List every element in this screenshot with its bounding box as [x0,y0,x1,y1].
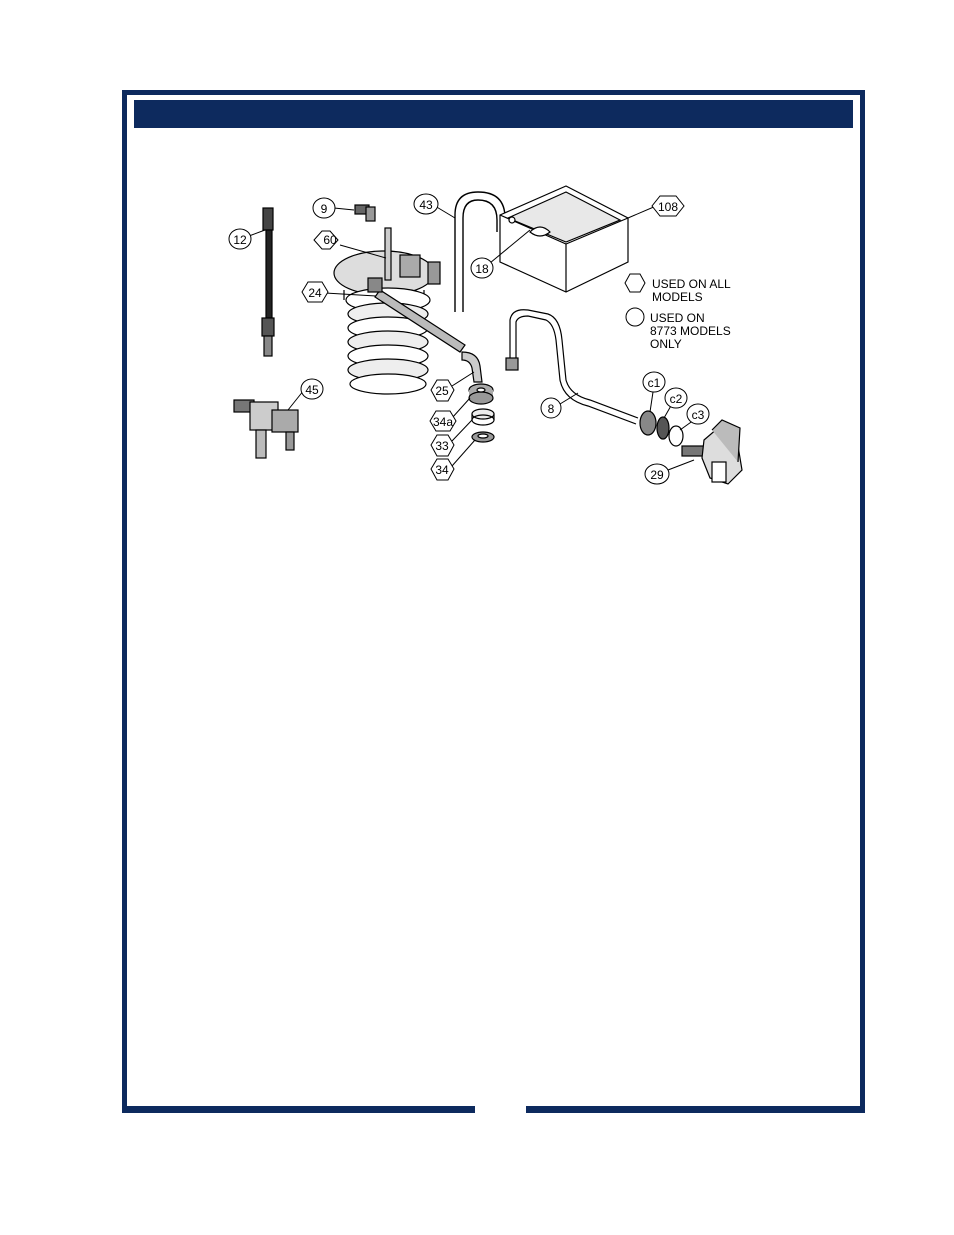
legend-hex-symbol [624,273,646,293]
callout-label-29: 29 [650,468,664,482]
callout-circle-12 [228,228,252,250]
ring-part-33 [471,408,495,426]
header-bar [134,100,853,128]
callout-label-24: 24 [308,286,322,300]
callout-circle-c1 [642,371,666,393]
elbow-part-9 [354,204,376,222]
callout-label-45: 45 [305,383,319,397]
callout-shapes [228,193,710,485]
callout-label-12: 12 [233,233,247,247]
callout-label-9: 9 [321,202,328,216]
callout-label-34: 34 [435,463,449,477]
washer-part-c3 [668,425,684,447]
callout-label-108: 108 [658,200,678,214]
callout-circle-c3 [686,403,710,425]
callout-label-c1: c1 [648,376,661,390]
callout-circle-18 [470,257,494,279]
callout-label-43: 43 [419,198,433,212]
callout-circle-9 [312,197,336,219]
callout-label-33: 33 [435,439,449,453]
callout-hex-33 [430,434,455,457]
callout-hex-108 [651,195,685,217]
callout-label-34a: 34a [433,415,453,429]
page-frame [122,90,865,1113]
callout-hex-60 [313,230,339,250]
legend-hex-line1: USED ON ALL [652,277,731,291]
callout-circle-43 [413,193,439,215]
callout-label-c3: c3 [692,408,705,422]
valve-part-45 [233,399,299,459]
elbow-part-25 [461,351,483,383]
callout-label-18: 18 [475,262,489,276]
nut-part-34 [471,431,495,443]
callout-hex-34 [430,458,455,481]
callout-circle-45 [300,378,324,400]
frame-bottom-left [122,1106,475,1113]
frame-bottom-right [526,1106,865,1113]
legend-hex-line2: MODELS [652,290,703,304]
legend-circle-symbol [625,307,645,327]
washer-part-c2 [656,416,670,440]
legend-circle-line2: 8773 MODELS [650,324,731,338]
tray-part-108 [499,185,629,293]
callout-circle-29 [644,463,670,485]
callout-hex-24 [301,281,329,303]
callout-label-c2: c2 [670,392,683,406]
washer-part-34a [468,383,494,405]
callout-circle-c2 [664,387,688,409]
legend-circle-line3: ONLY [650,337,682,351]
legend: USED ON ALL MODELS USED ON 8773 MODELS O… [650,277,731,351]
nut-part-c1 [639,410,657,436]
tube-part-8 [509,309,639,425]
tank-part-60 [333,227,466,395]
callout-hex-25 [430,379,455,402]
faucet-part-29 [681,419,743,485]
legend-circle-line1: USED ON [650,311,705,325]
callout-circle-8 [540,397,562,419]
hose-part-12 [261,207,275,357]
fitting-part-8 [505,357,519,371]
tube-part-43 [454,191,506,312]
callout-hex-34a [429,410,457,432]
callout-label-25: 25 [435,384,449,398]
callout-label-60: 60 [323,233,337,247]
callout-label-8: 8 [548,402,555,416]
leader-lines [248,205,695,471]
